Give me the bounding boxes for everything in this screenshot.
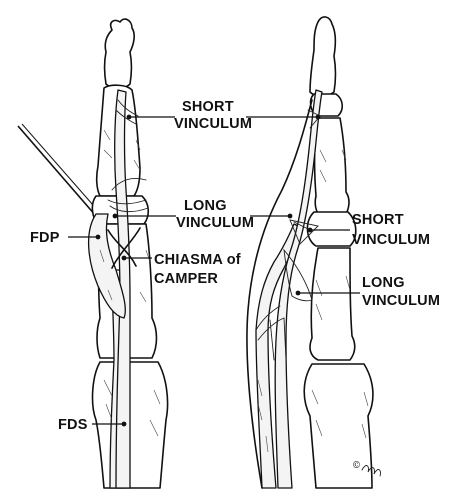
- probe-instrument: [17, 125, 97, 217]
- labels: SHORT VINCULUM LONG VINCULUM FDP CHIASMA…: [30, 99, 440, 433]
- label-long-vinculum-line1: LONG: [184, 198, 227, 214]
- leader-lines: [68, 114, 360, 427]
- label-right-long-vinculum-line2: VINCULUM: [362, 293, 440, 309]
- signature-mark: ©: [352, 461, 361, 471]
- dot-right-short-vinculum: [307, 227, 313, 233]
- right-fdp-tendon: [274, 89, 323, 489]
- left-finger-drawing: [17, 18, 169, 489]
- label-right-short-vinculum-line2: VINCULUM: [352, 232, 430, 248]
- label-chiasma-line2: CAMPER: [154, 271, 218, 287]
- label-right-short-vinculum-line1: SHORT: [352, 212, 404, 228]
- probe-instrument-2: [21, 123, 101, 214]
- dot-long-vinculum-right: [287, 213, 293, 219]
- artist-signature: ©: [352, 461, 381, 477]
- left-shading: [99, 129, 161, 437]
- dot-fds: [121, 421, 127, 427]
- dot-short-vinculum-right: [315, 114, 321, 120]
- dot-right-long-vinculum: [295, 290, 301, 296]
- right-finger-drawing: [246, 16, 374, 489]
- label-long-vinculum-line2: VINCULUM: [176, 215, 254, 231]
- left-fdp-loop: [87, 213, 126, 319]
- left-chiasma: [107, 227, 141, 269]
- left-short-vinculum-strand: [115, 99, 139, 125]
- right-metacarpal-head: [303, 363, 374, 489]
- dot-short-vinculum-left: [126, 114, 132, 120]
- left-long-vinculum-fan: [107, 178, 149, 213]
- right-middle-phalanx: [313, 117, 350, 217]
- label-chiasma-line1: CHIASMA of: [154, 252, 241, 268]
- label-fds: FDS: [58, 417, 88, 433]
- right-distal-phalanx: [309, 16, 337, 98]
- right-proximal-phalanx: [309, 247, 356, 361]
- right-short-vinculum-triangle: [289, 219, 319, 245]
- dot-fdp: [95, 234, 101, 240]
- right-long-vinculum-loop: [283, 248, 313, 302]
- left-distal-phalanx: [103, 18, 135, 90]
- label-short-vinculum-line2: VINCULUM: [174, 116, 252, 132]
- dot-chiasma: [121, 255, 127, 261]
- label-fdp: FDP: [30, 230, 60, 246]
- right-shading: [257, 149, 369, 453]
- right-tendon-arc: [246, 99, 313, 489]
- signature-scribble: [361, 465, 381, 477]
- label-right-long-vinculum-line1: LONG: [362, 275, 405, 291]
- label-short-vinculum-line1: SHORT: [182, 99, 234, 115]
- dot-long-vinculum-left: [112, 213, 118, 219]
- right-split-strands: [255, 305, 287, 361]
